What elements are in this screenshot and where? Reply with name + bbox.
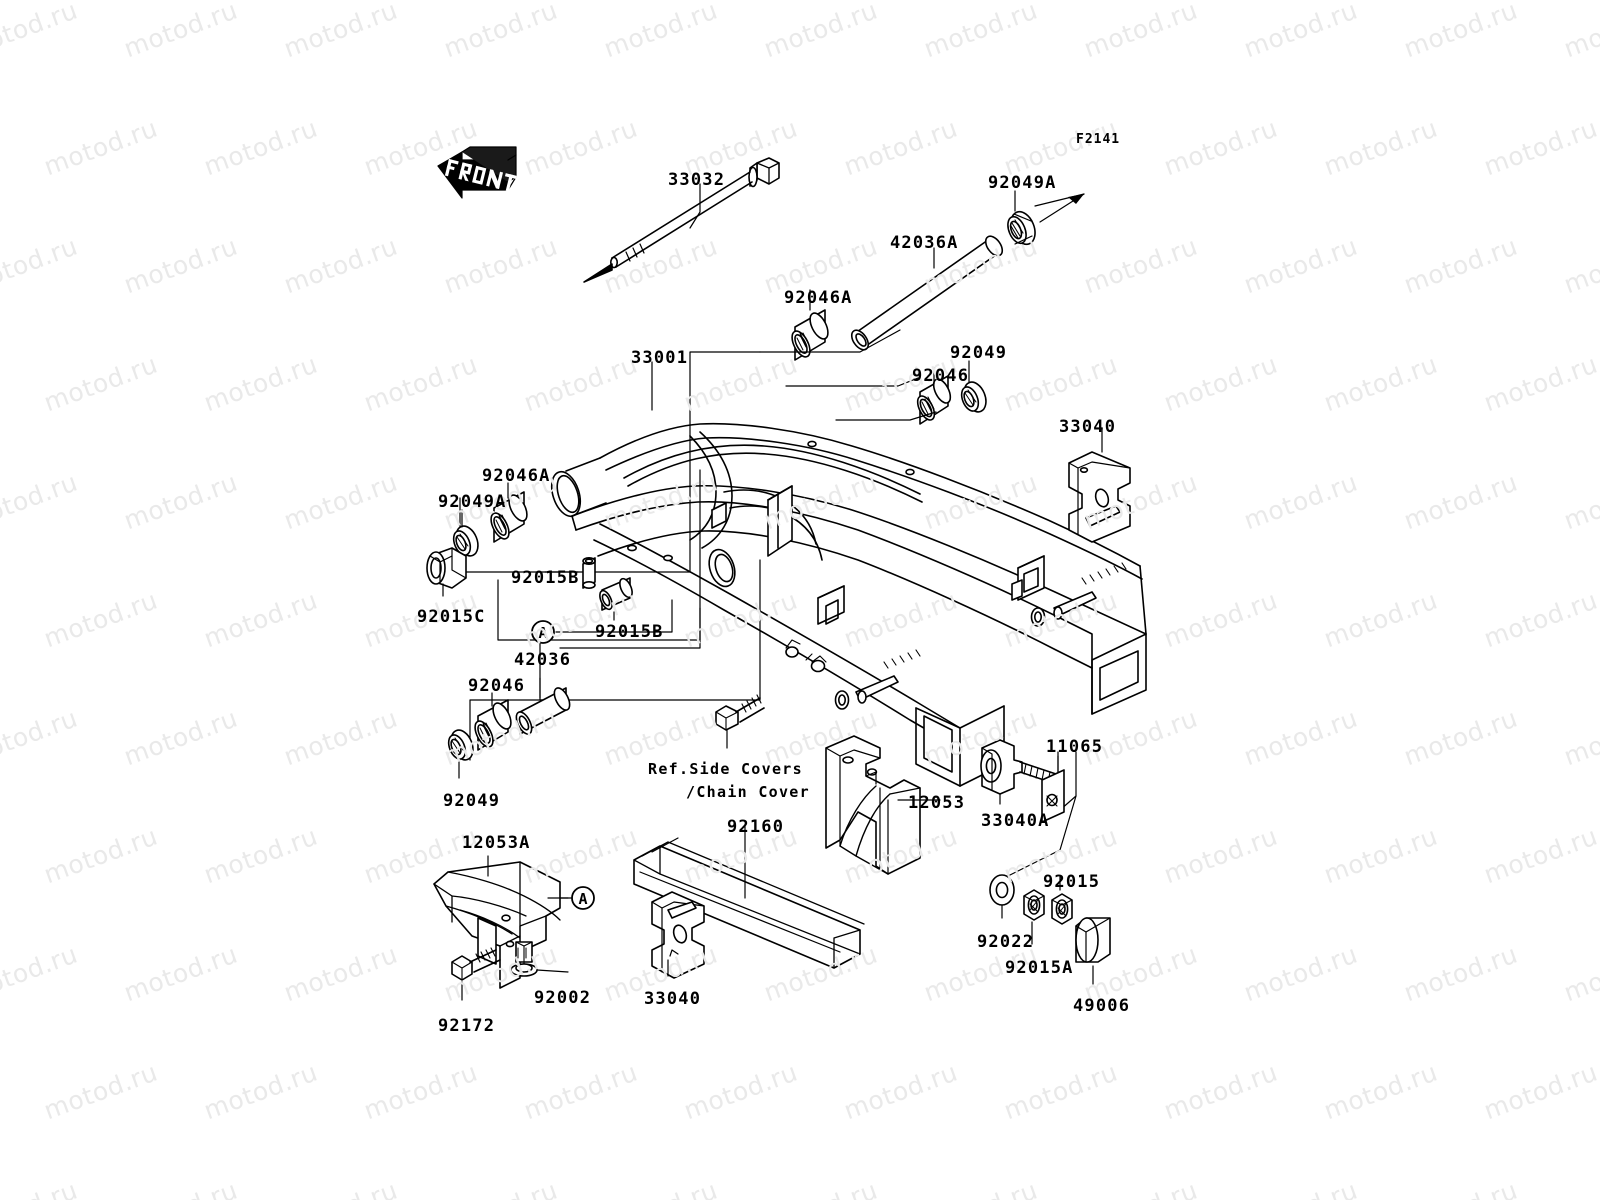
part-92015B-collar-lower (599, 577, 633, 621)
part-number-label[interactable]: 33040 (1059, 417, 1117, 437)
part-number-label[interactable]: 92046A (784, 288, 853, 308)
part-number-label[interactable]: 33032 (668, 170, 726, 190)
part-number-label[interactable]: 33040A (981, 811, 1050, 831)
part-92015C-flange-nut (426, 547, 467, 597)
part-number-label[interactable]: 92046 (468, 676, 526, 696)
part-number-label[interactable]: 92015B (595, 622, 664, 642)
part-92049A-oil-seal-left (452, 509, 479, 557)
part-number-label[interactable]: 12053 (908, 793, 966, 813)
part-number-label[interactable]: 92049A (438, 492, 507, 512)
part-42036-sleeve-lower (515, 677, 571, 735)
part-number-label[interactable]: 92015 (1043, 872, 1101, 892)
part-92002-bolt (510, 941, 569, 977)
part-92046-bearing-lower (474, 692, 512, 751)
part-number-label[interactable]: 12053A (462, 833, 531, 853)
part-92049-oil-seal-lower (447, 729, 474, 779)
reference-note-line2: /Chain Cover (686, 783, 810, 801)
part-number-label[interactable]: 92046A (482, 466, 551, 486)
part-11065-cap-plate (1041, 755, 1065, 823)
part-92015B-collar-upper (544, 556, 596, 589)
part-92046A-bearing-upper (791, 289, 829, 361)
part-92049A-oil-seal-upper (1007, 190, 1085, 246)
part-12053A-chain-guide-front (433, 855, 569, 989)
part-92172-bolt (451, 947, 501, 1001)
part-12053-chain-guide (825, 735, 941, 875)
part-92015A-nut (1023, 889, 1045, 945)
part-number-label[interactable]: 92015A (1005, 958, 1074, 978)
part-number-label[interactable]: 92002 (534, 988, 592, 1008)
reference-note-line1: Ref.Side Covers (648, 760, 803, 778)
part-number-label[interactable]: 92172 (438, 1016, 496, 1036)
diagram-code: F2141 (1076, 132, 1121, 147)
part-42036A-sleeve (850, 235, 1004, 351)
callout-markers (531, 620, 595, 910)
part-number-label[interactable]: 92015C (417, 607, 486, 627)
part-92015-nut (1051, 875, 1073, 925)
svg-text:A: A (538, 624, 547, 642)
part-ref-side-cover-bolt (715, 694, 765, 749)
part-92160-chain-slider (633, 825, 865, 969)
part-92046A-bearing-left (490, 482, 528, 543)
part-number-label[interactable]: 92049 (950, 343, 1008, 363)
part-92022-washer (989, 874, 1015, 919)
part-49006-rubber-cap (1075, 917, 1111, 985)
part-number-label[interactable]: 92046 (912, 366, 970, 386)
part-92049-oil-seal-right (960, 360, 987, 413)
part-number-label[interactable]: 92015B (511, 568, 580, 588)
part-33040-adjuster-right (1068, 427, 1131, 543)
svg-text:A: A (578, 890, 587, 908)
front-arrow-badge (437, 146, 517, 199)
part-92046-bearing-right (916, 367, 952, 425)
part-number-label[interactable]: 92049A (988, 173, 1057, 193)
part-33040-adjuster-spare (651, 891, 705, 979)
part-number-label[interactable]: 42036 (514, 650, 572, 670)
part-number-label[interactable]: 11065 (1046, 737, 1104, 757)
part-number-label[interactable]: 92160 (727, 817, 785, 837)
part-number-label[interactable]: 33001 (631, 348, 689, 368)
part-number-label[interactable]: 49006 (1073, 996, 1131, 1016)
part-33032-pivot-shaft (583, 157, 780, 283)
part-number-label[interactable]: 33040 (644, 989, 702, 1009)
part-number-label[interactable]: 92022 (977, 932, 1035, 952)
part-number-label[interactable]: 42036A (890, 233, 959, 253)
part-number-label[interactable]: 92049 (443, 791, 501, 811)
